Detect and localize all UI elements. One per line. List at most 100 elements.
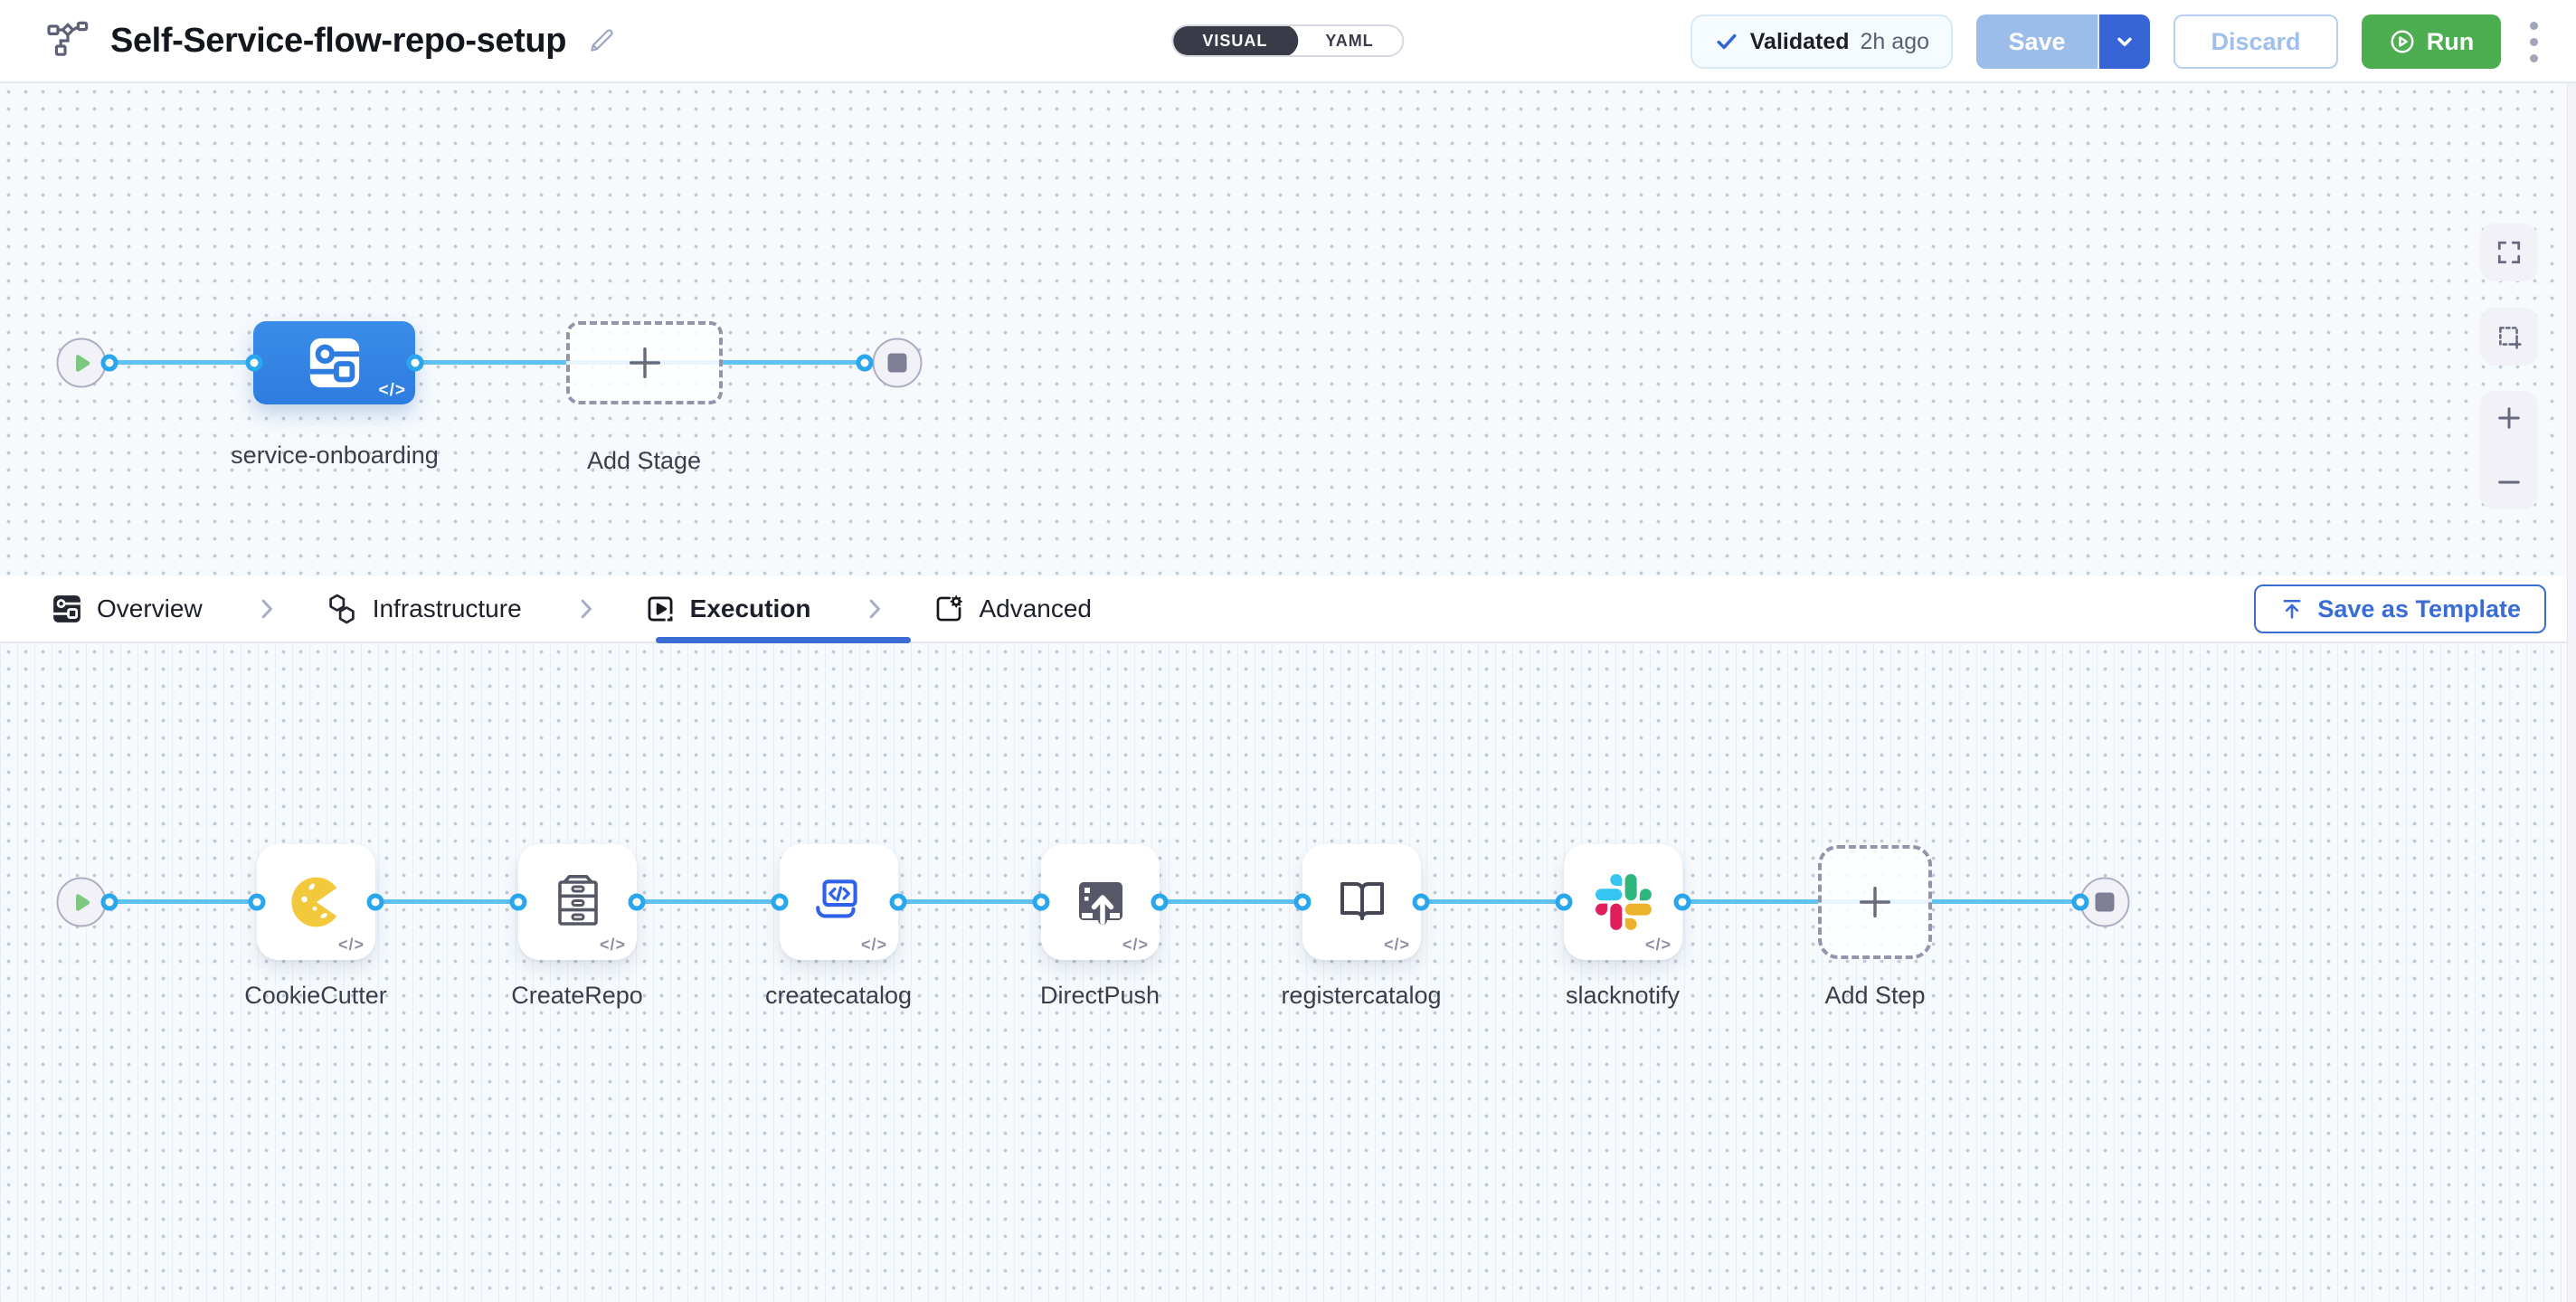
play-icon — [75, 893, 90, 911]
header: Self-Service-flow-repo-setup VISUAL YAML… — [0, 0, 2576, 83]
active-tab-underline — [656, 637, 911, 643]
code-badge: </> — [337, 936, 365, 954]
toggle-yaml[interactable]: YAML — [1294, 26, 1402, 55]
port — [1151, 893, 1169, 911]
step-node-slacknotify[interactable]: </> — [1564, 844, 1682, 960]
edit-title-pencil-icon[interactable] — [586, 25, 617, 56]
tab-execution[interactable]: Execution — [645, 594, 810, 624]
step-node-directpush[interactable]: </> — [1041, 844, 1160, 960]
more-options-kebab-icon[interactable] — [2524, 16, 2543, 68]
marquee-icon — [2499, 327, 2522, 349]
port — [1293, 893, 1312, 911]
plus-icon — [1859, 886, 1891, 918]
execution-canvas[interactable]: </> CookieCutter </> CreateRepo </> — [0, 643, 2576, 1302]
stage-flow-connector — [109, 360, 865, 365]
stop-icon — [887, 353, 907, 373]
cookiecutter-cookie-icon — [290, 877, 336, 927]
step-label: CreateRepo — [511, 982, 643, 1009]
add-stage-button[interactable] — [566, 321, 723, 404]
port — [509, 893, 527, 911]
chevron-right-icon — [574, 595, 598, 622]
page-title: Self-Service-flow-repo-setup — [110, 21, 567, 60]
port — [245, 354, 263, 372]
code-badge: </> — [599, 936, 626, 954]
slack-icon — [1595, 874, 1652, 930]
step-label: CookieCutter — [244, 982, 387, 1009]
save-options-chevron-down-icon[interactable] — [2098, 14, 2150, 69]
save-as-template-button[interactable]: Save as Template — [2254, 584, 2546, 633]
port — [1032, 893, 1050, 911]
run-play-icon — [2389, 28, 2416, 55]
step-label: slacknotify — [1565, 982, 1681, 1009]
tab-overview[interactable]: Overview — [52, 594, 203, 624]
right-edge-scrollbar[interactable] — [2567, 83, 2576, 1302]
code-badge: </> — [1644, 936, 1672, 954]
toggle-visual[interactable]: VISUAL — [1173, 26, 1299, 55]
overview-stage-icon — [53, 595, 80, 622]
registercatalog-book-icon — [1340, 882, 1384, 920]
add-step-button[interactable] — [1818, 845, 1932, 959]
canvas-zoom-controls — [2480, 391, 2538, 509]
stage-canvas[interactable]: </> service-onboarding Add Stage — [0, 83, 2576, 576]
port — [406, 354, 424, 372]
validated-time: 2h ago — [1860, 28, 1929, 54]
discard-button[interactable]: Discard — [2174, 14, 2338, 69]
step-label: DirectPush — [1039, 982, 1160, 1009]
port — [1555, 893, 1573, 911]
step-node-registercatalog[interactable]: </> — [1302, 844, 1421, 960]
tab-infrastructure[interactable]: Infrastructure — [326, 593, 522, 625]
stage-node-service-onboarding[interactable]: </> — [253, 321, 415, 404]
directpush-upload-icon — [1078, 882, 1122, 925]
port — [1412, 893, 1430, 911]
createrepo-drawers-icon — [557, 875, 598, 926]
save-button[interactable]: Save — [1976, 14, 2098, 69]
zoom-out-button[interactable] — [2495, 468, 2524, 497]
step-node-createrepo[interactable]: </> — [518, 844, 637, 960]
canvas-select-marquee-button[interactable] — [2480, 308, 2538, 366]
stop-icon — [2095, 892, 2115, 912]
code-badge: </> — [378, 381, 406, 400]
minus-icon — [2498, 480, 2520, 484]
step-node-cookiecutter[interactable]: </> — [257, 844, 375, 960]
port — [248, 893, 266, 911]
step-label: registercatalog — [1281, 982, 1442, 1009]
code-badge: </> — [1122, 936, 1149, 954]
port — [100, 893, 118, 911]
check-icon — [1714, 29, 1739, 54]
flow-end-node — [872, 337, 923, 388]
fullscreen-icon — [2497, 241, 2521, 264]
execution-play-icon — [648, 596, 673, 622]
zoom-in-button[interactable] — [2495, 404, 2524, 432]
save-split-button: Save — [1976, 14, 2150, 69]
add-step-label: Add Step — [1824, 982, 1926, 1009]
flow-end-node — [2079, 877, 2130, 927]
validated-badge[interactable]: Validated 2h ago — [1690, 14, 1953, 69]
port — [2071, 893, 2089, 911]
stage-label: service-onboarding — [231, 442, 439, 469]
upload-icon — [2283, 599, 2301, 619]
step-label: createcatalog — [764, 982, 913, 1009]
port — [628, 893, 646, 911]
chevron-right-icon — [255, 595, 279, 622]
port — [889, 893, 907, 911]
step-node-createcatalog[interactable]: </> — [780, 844, 898, 960]
visual-yaml-toggle: VISUAL YAML — [1171, 24, 1405, 57]
plus-icon — [2498, 407, 2520, 429]
play-icon — [75, 354, 90, 372]
port — [366, 893, 384, 911]
port — [771, 893, 789, 911]
createcatalog-laptop-code-icon — [815, 879, 857, 918]
port — [856, 354, 874, 372]
tab-advanced[interactable]: Advanced — [933, 594, 1092, 624]
advanced-settings-icon — [937, 595, 963, 622]
plus-icon — [629, 347, 660, 379]
port — [100, 354, 118, 372]
run-button[interactable]: Run — [2362, 14, 2501, 69]
canvas-fullscreen-button[interactable] — [2480, 223, 2538, 281]
pipeline-flowchart-icon — [47, 21, 90, 61]
code-badge: </> — [1383, 936, 1410, 954]
add-stage-label: Add Stage — [586, 447, 702, 474]
chevron-right-icon — [863, 595, 886, 622]
validated-label: Validated — [1749, 28, 1850, 54]
